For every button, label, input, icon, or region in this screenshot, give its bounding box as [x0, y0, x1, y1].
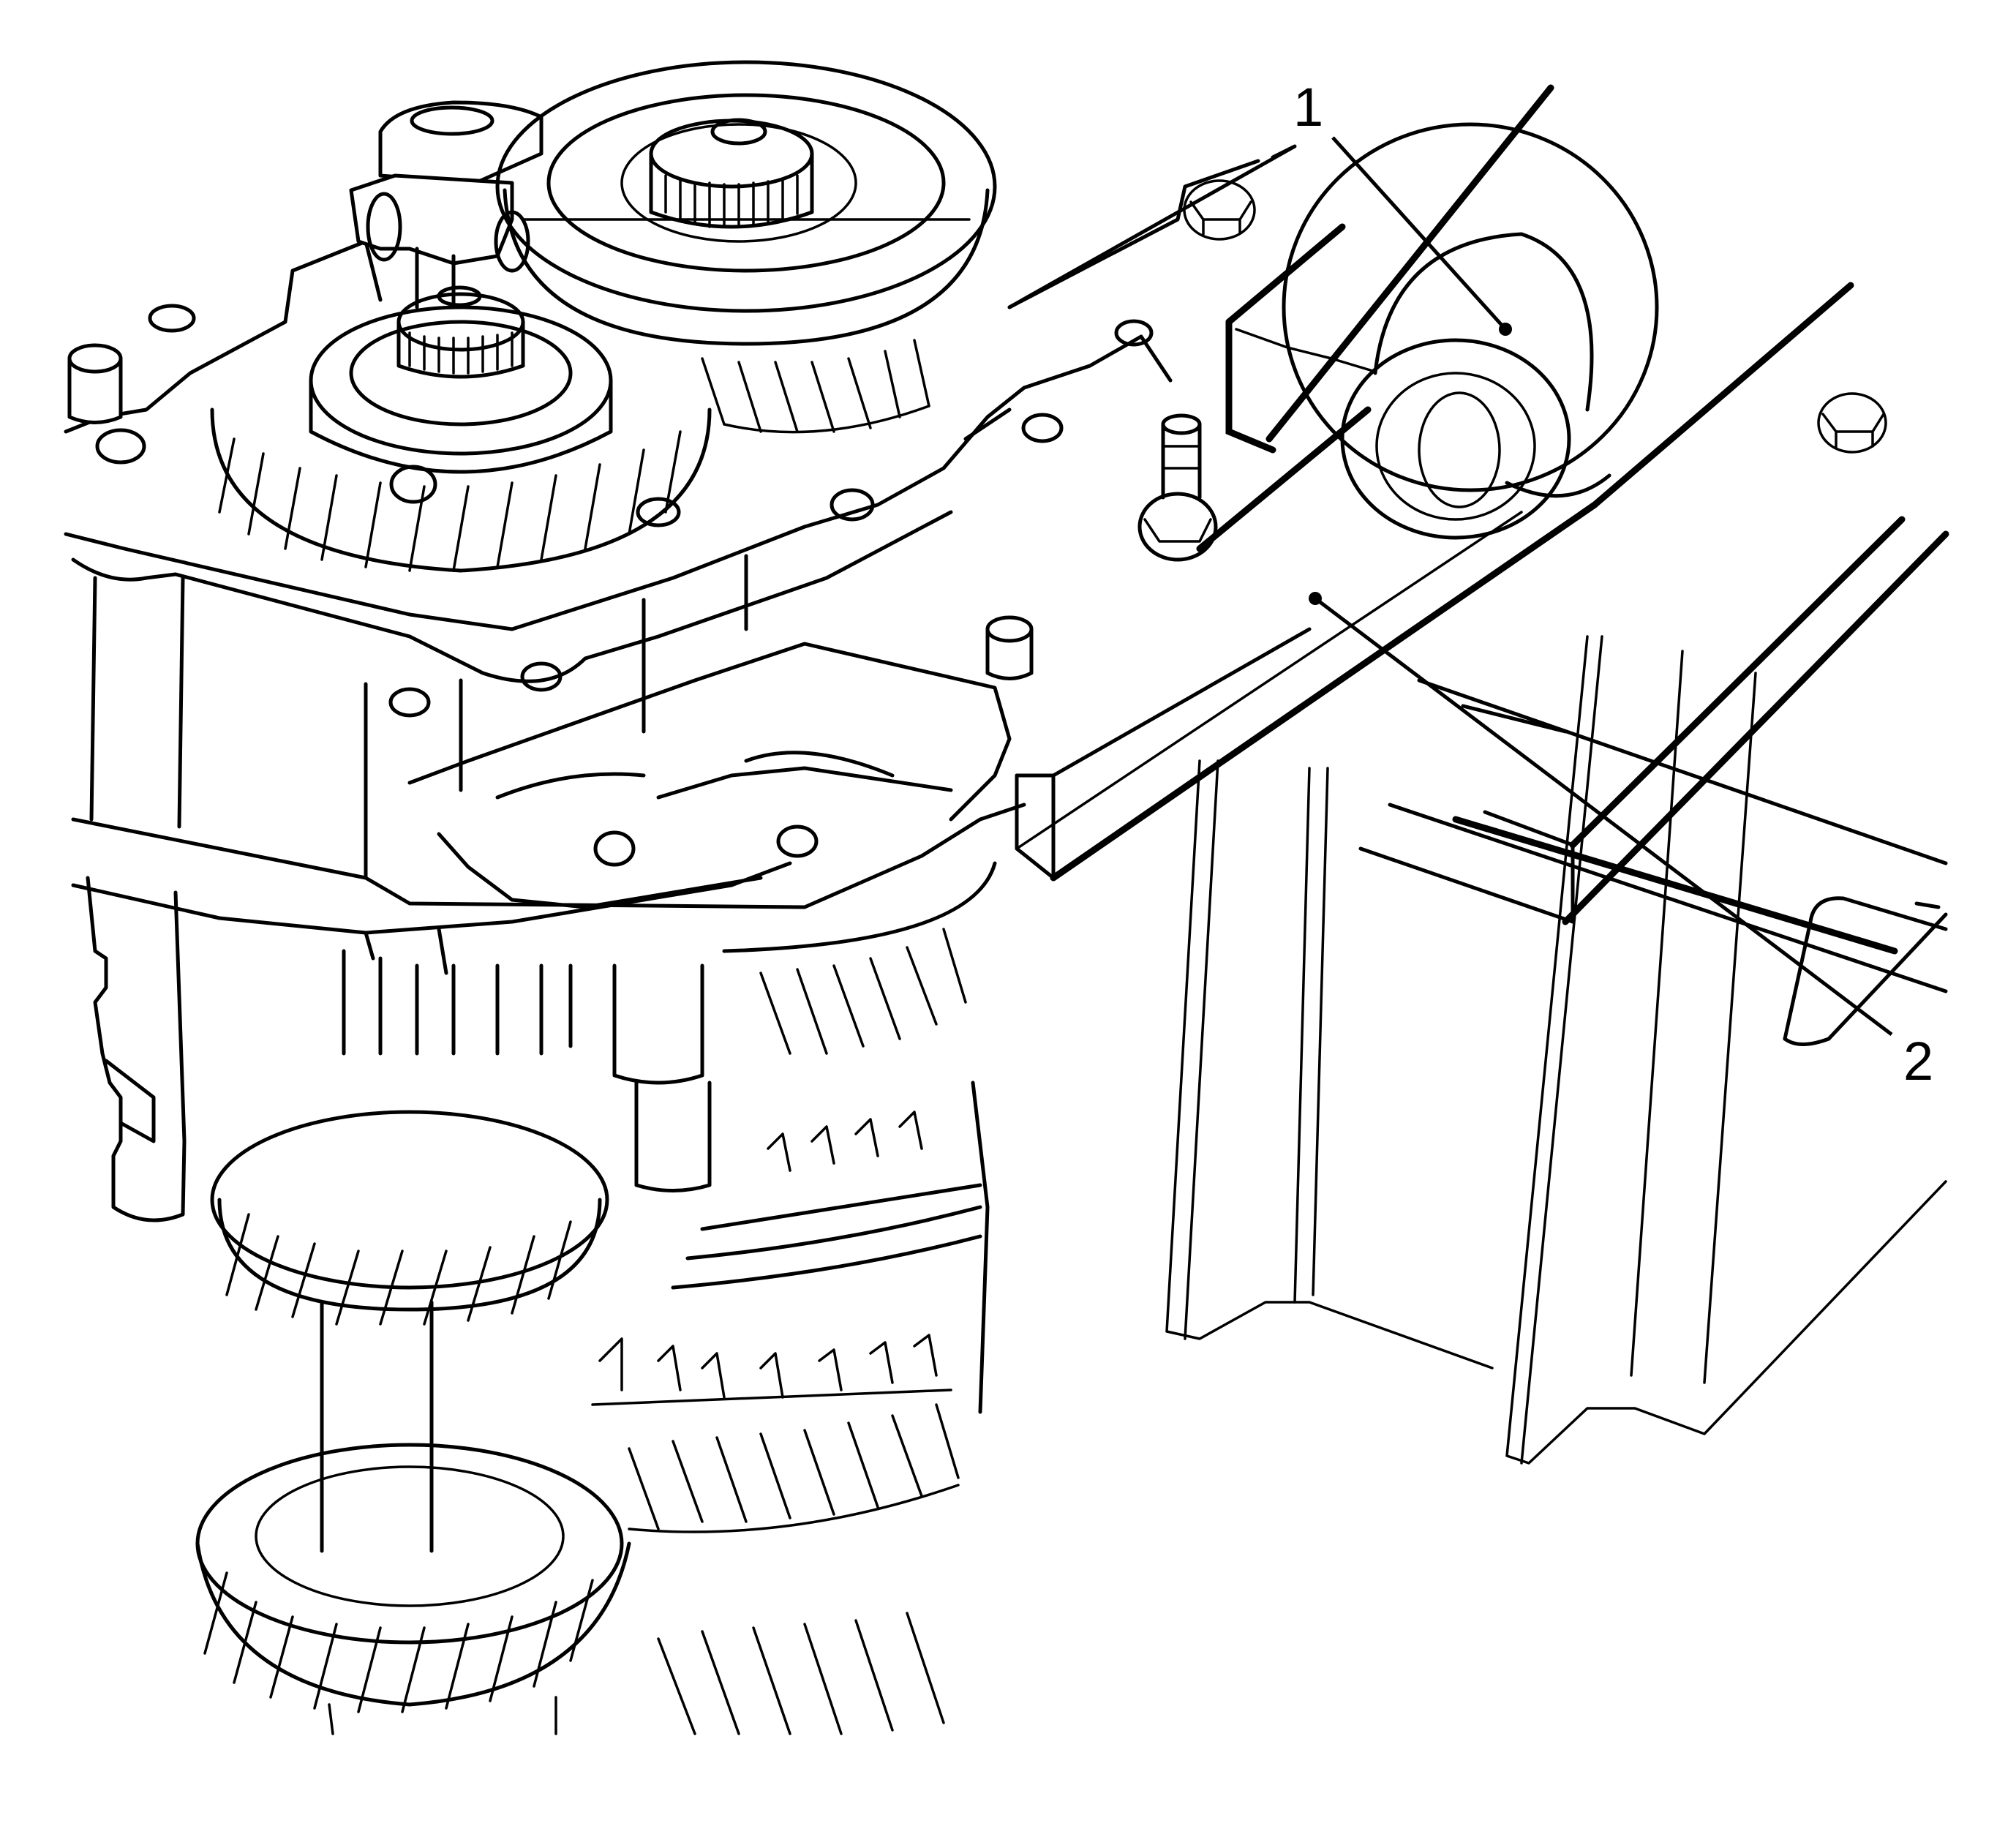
synchro-keys	[591, 1111, 952, 1406]
callout-leaders	[1309, 136, 1893, 1036]
left-countershaft-gear	[210, 285, 712, 573]
fixture-holding-bar	[1015, 406, 1598, 882]
stud-bolt	[1137, 413, 1218, 562]
upper-gear-cluster	[349, 60, 997, 434]
fixture-frame	[963, 144, 1949, 1465]
callout-1-label: 1	[1293, 77, 1324, 138]
callout-2-leader	[1314, 597, 1893, 1036]
hex-bolt-icon	[1817, 392, 1887, 454]
hex-bolt-icon	[1183, 179, 1256, 241]
intermediate-plate	[64, 239, 1218, 975]
dowel-pin	[67, 343, 1034, 680]
fixture-support-roller	[1225, 84, 1854, 540]
helical-teeth	[701, 339, 930, 434]
shift-rail	[86, 876, 187, 1222]
lower-gear-stack	[195, 861, 997, 1735]
callout-2-label: 2	[1903, 1031, 1934, 1092]
bolt-hole-icon	[95, 304, 1154, 867]
callout-1-leader	[1331, 136, 1507, 331]
roller-end-cap	[1340, 338, 1571, 540]
